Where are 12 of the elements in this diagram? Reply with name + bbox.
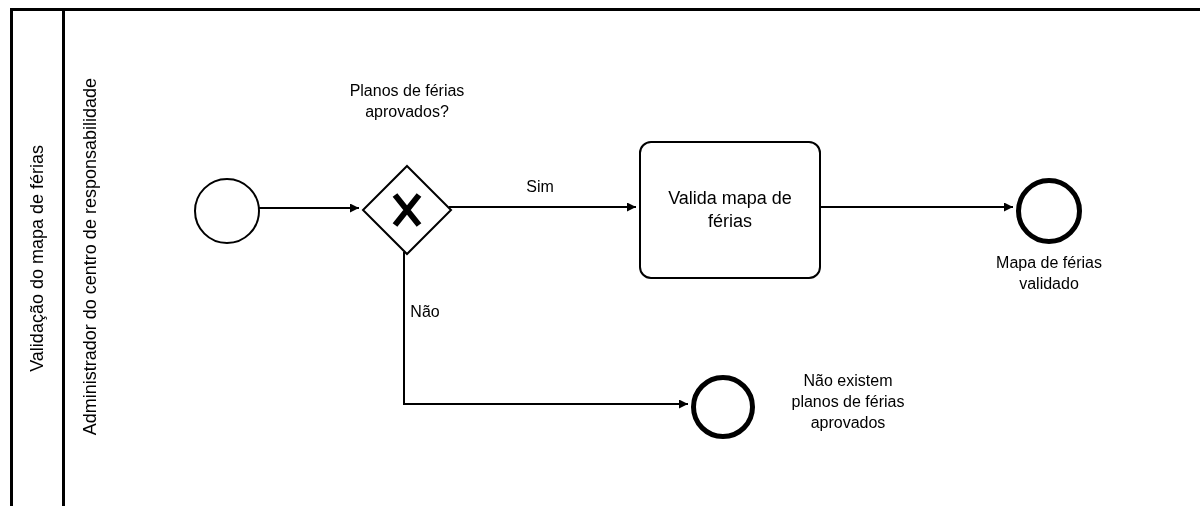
sequence-flow-arrow	[448, 202, 637, 212]
task-box	[639, 141, 821, 279]
edge-label: Sim	[526, 178, 554, 195]
edge-label: Não	[410, 303, 440, 320]
end-event-label: Mapa de férias validado	[996, 254, 1102, 292]
task-label: Valida mapa de férias	[667, 186, 793, 233]
end-event-label: Não existem planos de férias aprovados	[791, 372, 905, 431]
gateway-label: Planos de férias aprovados?	[349, 82, 465, 120]
pool-label: Validação do mapa de férias	[27, 145, 48, 372]
lane-label: Administrador do centro de responsabilidade	[79, 78, 101, 436]
end-event	[691, 375, 755, 439]
sequence-flow-arrow	[403, 251, 689, 409]
